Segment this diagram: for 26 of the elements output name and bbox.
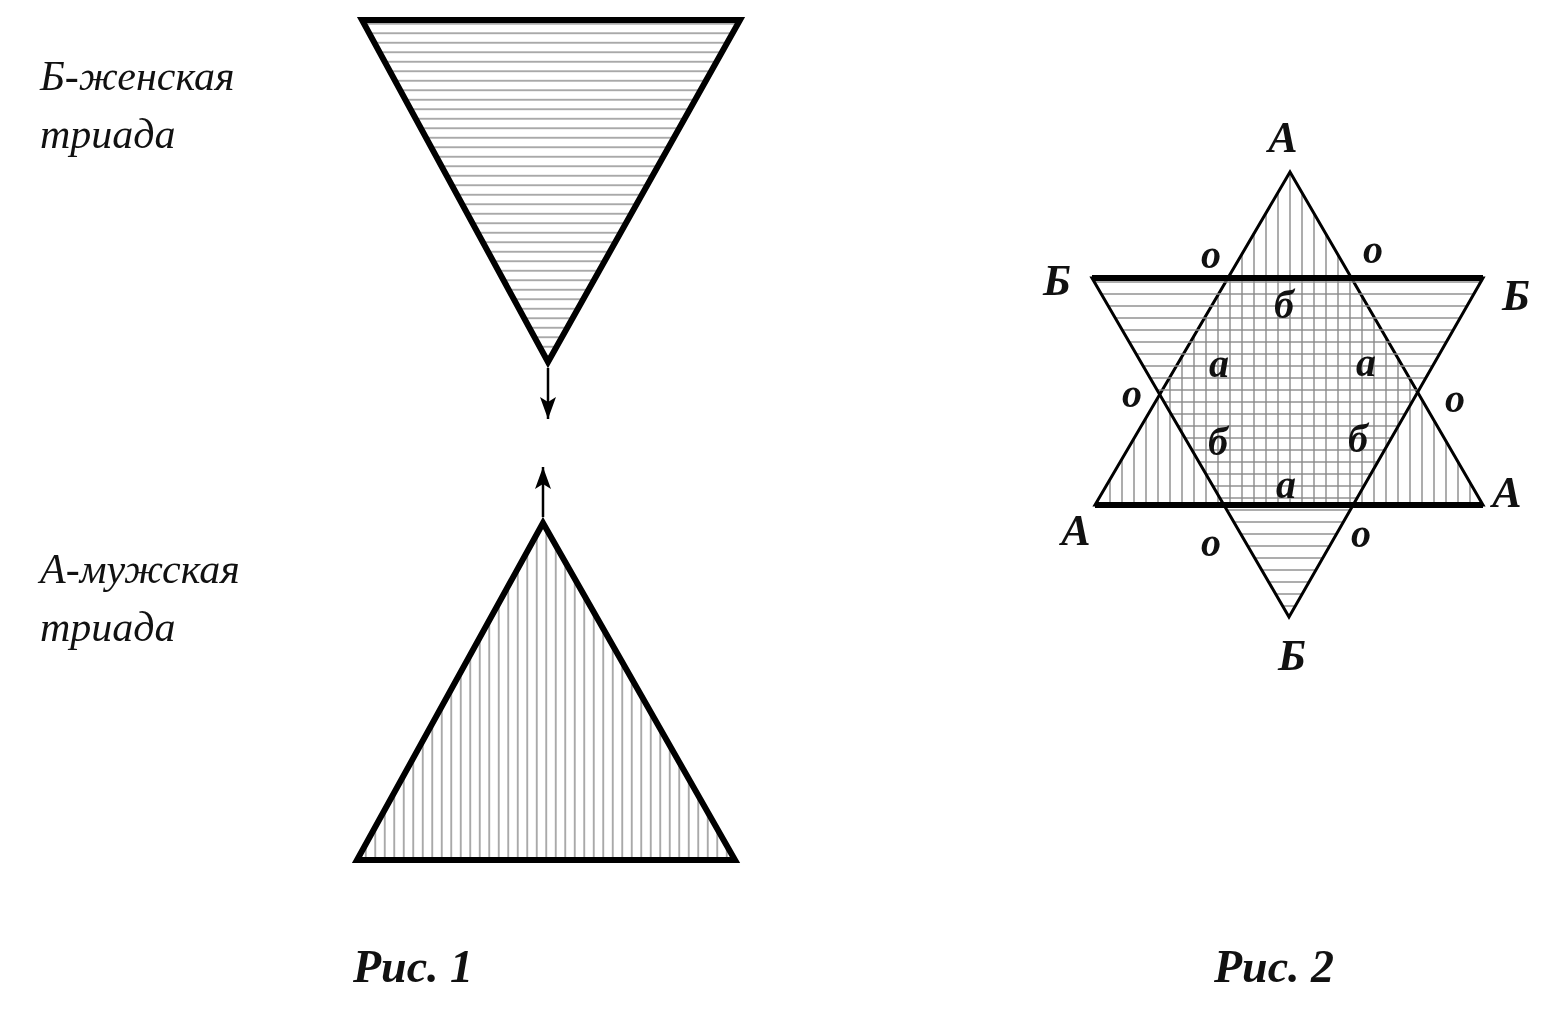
vertex-letter: А [1268,116,1298,160]
vertex-letter: Б [1502,274,1530,318]
region-letter: б [1274,285,1294,325]
intersection-letter: о [1363,230,1383,270]
vertex-letter: Б [1278,634,1306,678]
region-letter: б [1208,422,1228,462]
region-letter: а [1356,343,1376,383]
intersection-letter: о [1201,235,1221,275]
region-letter: а [1276,465,1296,505]
hatched-triangle [353,519,739,864]
hatched-triangle [1088,274,1487,621]
figure-caption: Рис. 1 [352,944,474,990]
intersection-letter: о [1122,374,1142,414]
arrow [535,467,551,517]
arrow [540,368,556,419]
vertex-letter: Б [1043,259,1071,303]
hatched-triangle [358,16,744,366]
triad-caption: Б-женская триада [40,52,236,159]
region-letter: б [1348,419,1368,459]
intersection-letter: о [1201,523,1221,563]
vertex-letter: А [1492,471,1522,515]
intersection-letter: о [1351,514,1371,554]
figure-caption: Рис. 2 [1213,944,1335,990]
intersection-letter: о [1445,379,1465,419]
region-letter: а [1209,344,1229,384]
vertex-letter: А [1061,509,1091,553]
